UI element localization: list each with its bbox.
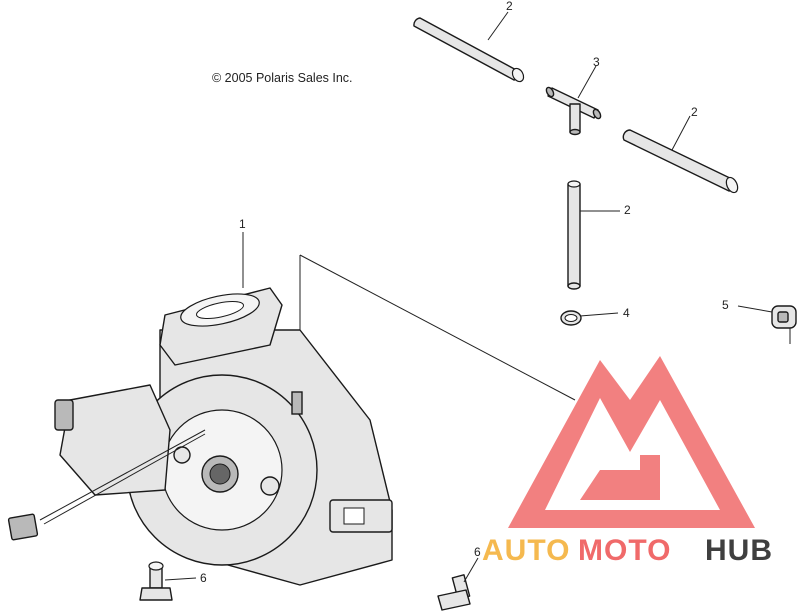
wire-connector (7, 513, 39, 541)
clamp-part-4 (560, 310, 582, 326)
watermark-wordmark: AUTO MOTO HUB (482, 534, 773, 567)
callout-4: 4 (623, 306, 630, 320)
callout-2-vertical: 2 (624, 203, 631, 217)
watermark-inner-mark (580, 455, 660, 500)
gearcase-housing-part-1 (54, 287, 393, 586)
leader-2-right (671, 115, 691, 151)
hose-part-2-right (622, 129, 739, 194)
callout-6-right: 6 (474, 545, 481, 559)
callout-6-left: 6 (200, 571, 207, 585)
leader-6-right (463, 557, 479, 583)
guide-line-diagonal (299, 254, 576, 401)
leader-4 (579, 312, 619, 317)
bolt-part-6-left (139, 561, 173, 601)
watermark-word-hub: HUB (705, 534, 773, 567)
hose-part-2-vertical (567, 180, 581, 290)
leader-2-top (487, 11, 509, 41)
leader-5 (737, 305, 773, 313)
watermark-logo (508, 356, 755, 528)
clip-part-5 (771, 305, 797, 344)
wire-harness (7, 429, 206, 541)
hose-part-2-top (413, 17, 525, 83)
callout-2-top: 2 (506, 0, 513, 13)
leader-6-left (164, 577, 197, 581)
callout-2-right: 2 (691, 105, 698, 119)
callout-1: 1 (239, 217, 246, 231)
callout-5: 5 (722, 298, 729, 312)
tee-fitting-part-3 (545, 86, 602, 136)
watermark-triangle (508, 356, 755, 528)
callout-3: 3 (593, 55, 600, 69)
bolt-part-6-right (437, 574, 471, 611)
copyright-text: © 2005 Polaris Sales Inc. (212, 71, 353, 85)
leader-3 (577, 65, 597, 99)
watermark-word-moto: MOTO (578, 534, 671, 567)
watermark-word-auto: AUTO (482, 534, 570, 567)
